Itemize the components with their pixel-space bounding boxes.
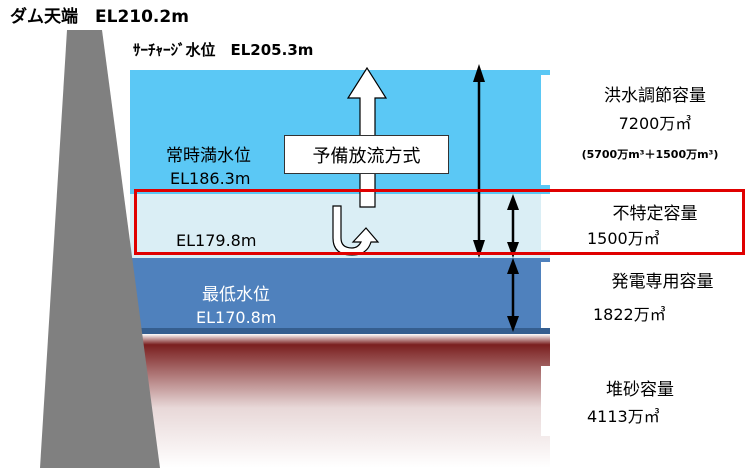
min-level-value: EL170.8m [196, 308, 277, 327]
power-zone [130, 258, 550, 332]
flood-range-arrow-head-top [473, 64, 485, 82]
min-level-label: 最低水位 [202, 285, 270, 305]
power-zone-bottom-band [130, 328, 550, 334]
power-range-arrow-head-bottom [507, 316, 519, 332]
unspecified-capacity-label: 不特定容量 [612, 204, 698, 224]
unspecified-floor-value: EL179.8m [176, 231, 257, 250]
flood-capacity-box [541, 75, 747, 185]
normal-level-label: 常時満水位 [166, 146, 251, 166]
power-capacity-box [541, 262, 747, 328]
discharge-method-label: 予備放流方式 [312, 145, 421, 167]
power-range-arrow-head-top [507, 258, 519, 274]
normal-level-value: EL186.3m [170, 169, 251, 188]
flood-capacity-label: 洪水調節容量 [604, 86, 706, 106]
unspecified-capacity-value: 1500万㎥ [587, 229, 660, 248]
surcharge-level-label: ｻｰﾁｬｰｼﾞ水位 EL205.3m [133, 41, 314, 59]
power-capacity-label: 発電専用容量 [611, 272, 714, 292]
sediment-capacity-box [541, 366, 747, 436]
dam-body [40, 30, 160, 468]
unspecified-range-arrow-head-bottom [507, 242, 519, 258]
unspecified-capacity-box [541, 194, 741, 250]
flood-range-arrow-head-bottom [473, 240, 485, 258]
unspecified-range-arrow-head-top [507, 194, 519, 210]
power-capacity-value: 1822万㎥ [593, 305, 666, 324]
sediment-capacity-value: 4113万㎥ [587, 407, 660, 426]
dam-crest-label: ダム天端 EL210.2m [10, 7, 189, 27]
flood-capacity-breakdown: (5700万m³＋1500万m³) [581, 148, 719, 161]
flood-capacity-value: 7200万㎥ [618, 114, 692, 133]
discharge-method-box: 予備放流方式 [284, 135, 449, 174]
sediment-capacity-label: 堆砂容量 [606, 380, 674, 400]
sediment-zone [130, 334, 550, 468]
